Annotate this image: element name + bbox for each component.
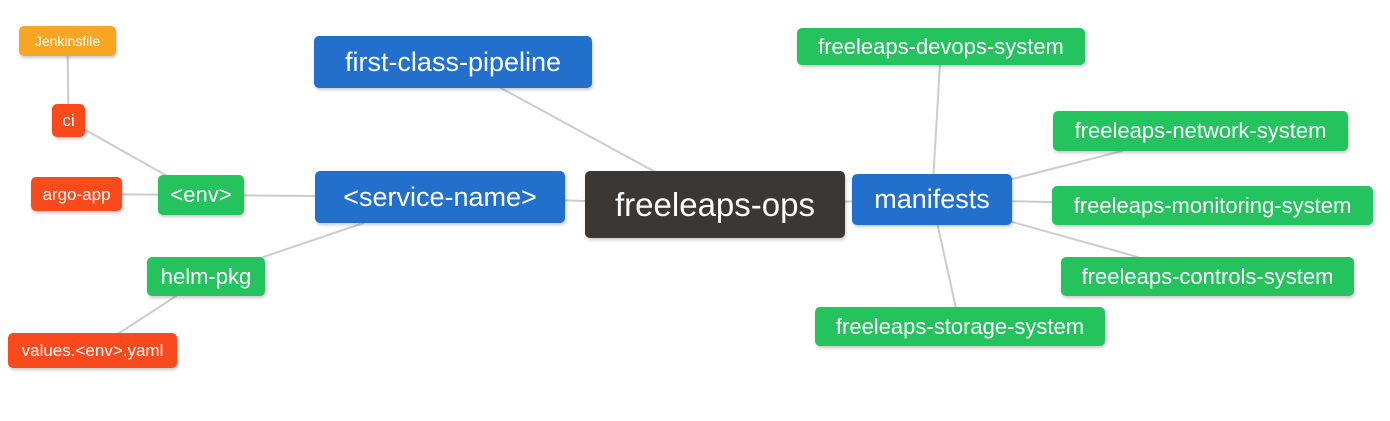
node-freeleaps-ops[interactable]: freeleaps-ops [585, 171, 845, 238]
node-helm-pkg[interactable]: helm-pkg [147, 257, 265, 296]
node-service-name[interactable]: <service-name> [315, 171, 565, 223]
edge-helm-pkg-values-env-yaml [118, 295, 178, 334]
node-values-env-yaml[interactable]: values.<env>.yaml [8, 333, 177, 368]
edge-freeleaps-ops-first-class-pipeline [499, 87, 655, 172]
node-monitoring-system[interactable]: freeleaps-monitoring-system [1052, 186, 1373, 225]
edge-manifests-devops-system [932, 64, 941, 175]
node-devops-system[interactable]: freeleaps-devops-system [797, 28, 1085, 65]
edge-ci-jenkinsfile [66, 55, 70, 105]
edge-freeleaps-ops-service-name [564, 199, 586, 202]
edge-manifests-monitoring-system [1011, 200, 1053, 204]
node-ci[interactable]: ci [52, 104, 85, 137]
node-storage-system[interactable]: freeleaps-storage-system [815, 307, 1105, 346]
node-jenkinsfile[interactable]: Jenkinsfile [19, 26, 116, 56]
edge-env-ci [84, 128, 167, 176]
edge-manifests-storage-system [936, 224, 957, 308]
node-first-class-pipeline[interactable]: first-class-pipeline [314, 36, 592, 88]
node-manifests[interactable]: manifests [852, 174, 1012, 225]
edge-manifests-network-system [1011, 150, 1124, 181]
edge-manifests-controls-system [1011, 220, 1139, 258]
node-env[interactable]: <env> [158, 175, 244, 215]
node-network-system[interactable]: freeleaps-network-system [1053, 111, 1348, 151]
edge-service-name-env [243, 194, 316, 197]
node-controls-system[interactable]: freeleaps-controls-system [1061, 257, 1354, 296]
edge-service-name-helm-pkg [262, 222, 365, 258]
node-argo-app[interactable]: argo-app [31, 177, 122, 211]
